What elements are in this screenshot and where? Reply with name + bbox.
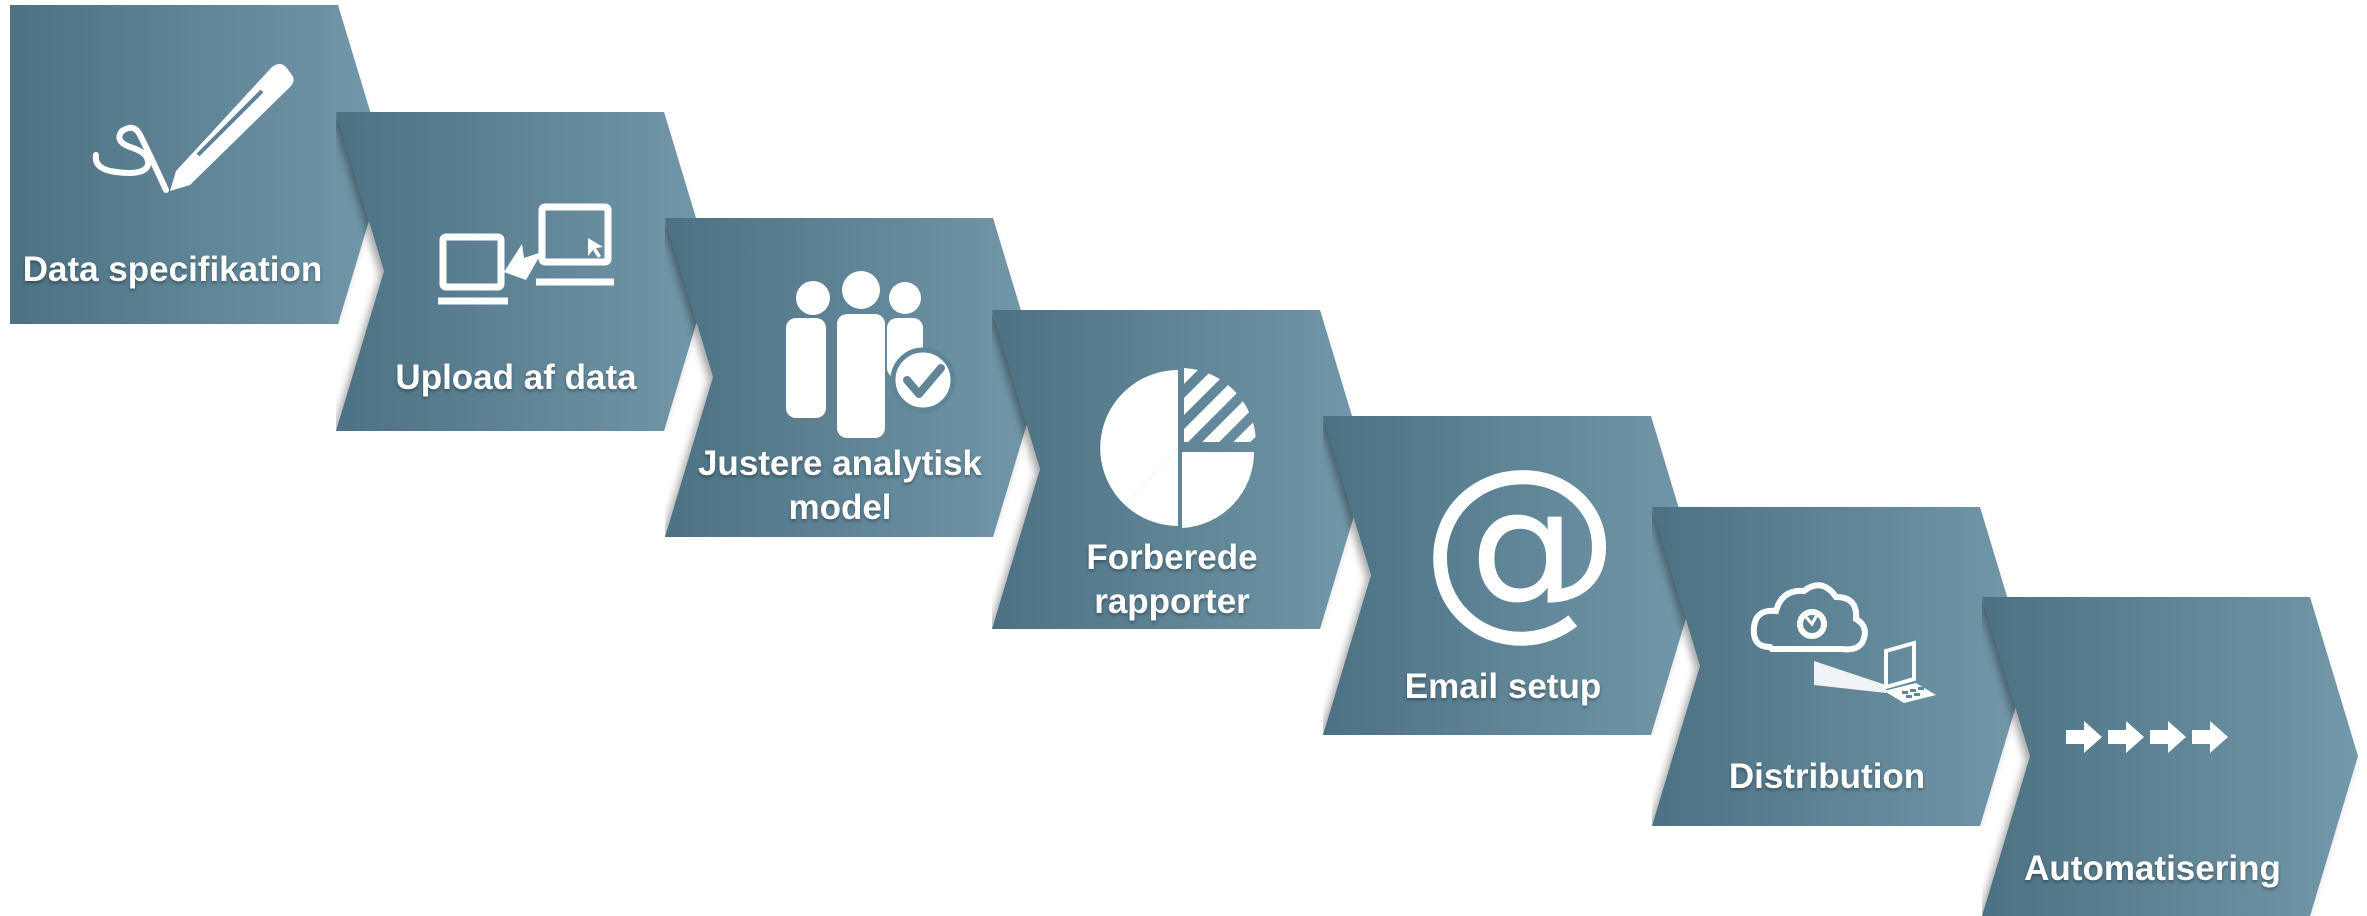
arrows-icon [2066, 721, 2228, 753]
pen-icon [92, 64, 294, 193]
chevron-shape [1323, 416, 1699, 735]
svg-text:@: @ [1420, 426, 1620, 659]
step-label: Data specifikation [22, 250, 323, 289]
step-justere-analytisk-model: Justere analytisk model [665, 218, 1045, 537]
people-check-icon [786, 271, 956, 438]
chevron-shape [1982, 597, 2358, 916]
at-sign-icon: @ [1420, 426, 1620, 659]
step-email-setup: @ Email setup [1323, 416, 1703, 735]
computer-transfer-icon [438, 203, 614, 305]
step-label: Forberede rapporter [1086, 538, 1258, 621]
chevron-shape [1652, 507, 2028, 826]
chevron-shape [992, 310, 1368, 629]
step-upload-af-data: Upload af data [336, 112, 716, 431]
step-label: Email setup [1404, 667, 1602, 706]
step-forberede-rapporter: Forberede rapporter [992, 310, 1372, 629]
step-label: Upload af data [395, 358, 637, 397]
pie-chart-icon [1100, 368, 1256, 528]
step-label: Distribution [1728, 757, 1926, 796]
step-distribution: Distribution [1652, 507, 2032, 826]
step-automatisering: Automatisering [1982, 597, 2362, 916]
step-data-specifikation: Data specifikation [10, 5, 390, 324]
cloud-laptop-icon [1750, 582, 1936, 703]
step-label: Justere analytisk model [697, 444, 983, 527]
step-label: Automatisering [2024, 849, 2281, 888]
